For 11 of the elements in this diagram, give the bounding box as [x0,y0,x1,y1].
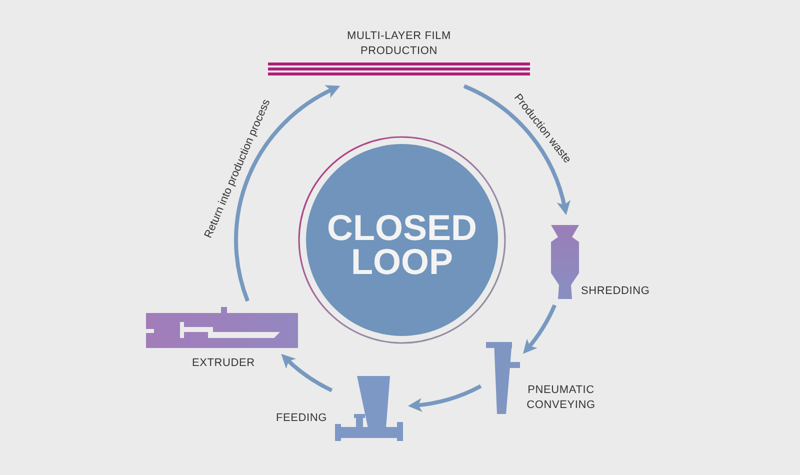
curved-arrow [463,84,570,216]
curved-arrow [408,384,482,412]
step-label: FEEDING [276,411,327,426]
curved-arrow [523,304,556,354]
step-label: MULTI-LAYER FILM PRODUCTION [346,29,452,59]
circle-title: CLOSED LOOP [326,211,478,279]
step-label: PNEUMATIC CONVEYING [526,383,596,413]
curved-arrow [234,86,340,302]
step-label: EXTRUDER [192,356,255,371]
curved-arrow [280,354,333,392]
step-label: SHREDDING [581,284,650,299]
